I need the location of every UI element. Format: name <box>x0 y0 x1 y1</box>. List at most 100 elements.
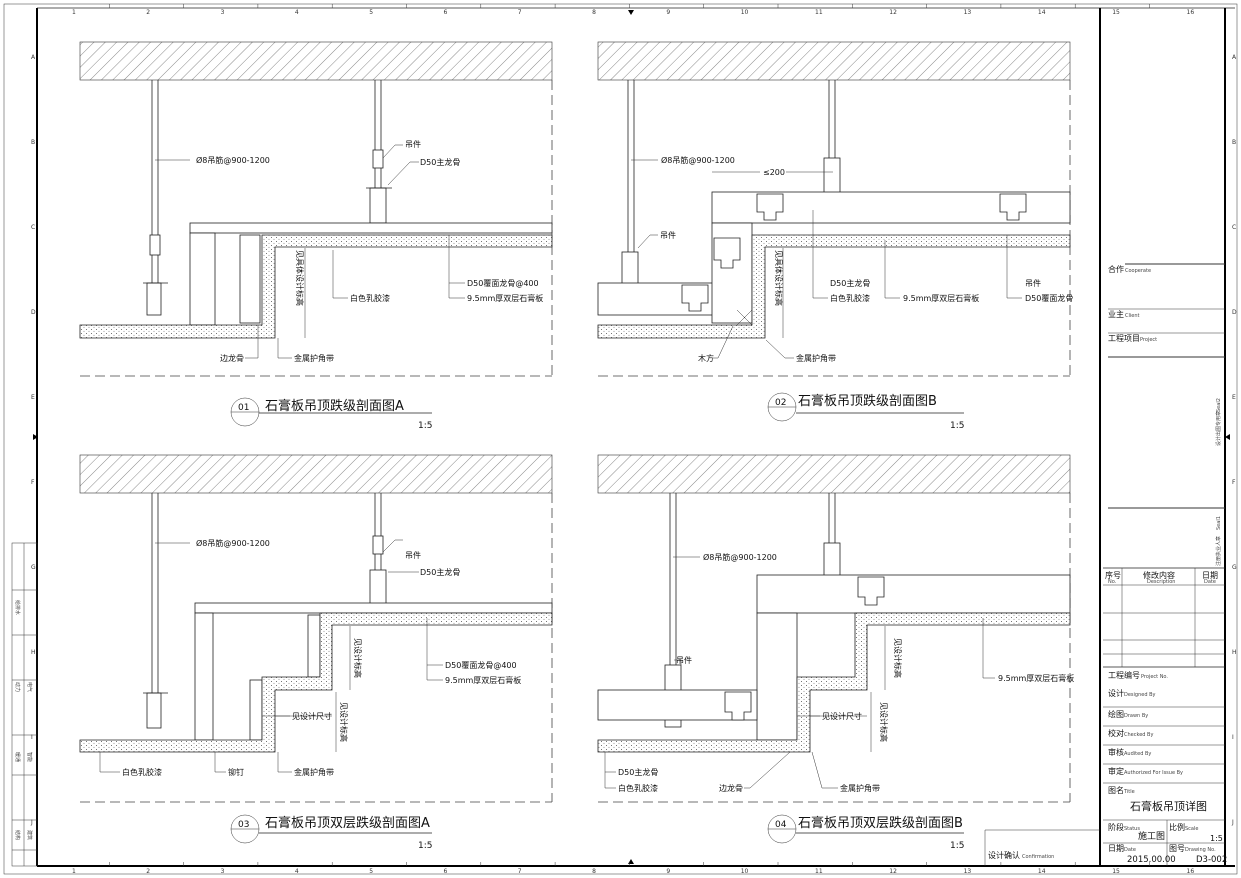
svg-text:建筑: 建筑 <box>26 830 33 840</box>
main-keel-channel <box>194 602 553 614</box>
grid-column-label: 6 <box>444 9 448 16</box>
label-cover-keel: D50覆面龙骨 <box>1025 293 1073 303</box>
svg-text:Project: Project <box>1140 337 1157 343</box>
svg-text:注册执业人章: 注册执业人章 <box>1215 536 1222 566</box>
grid-column-label: 8 <box>592 868 596 875</box>
grid-labels: 1122334455667788991010111112121313141415… <box>30 4 1237 875</box>
label-dimension: 见设计尺寸 <box>292 711 332 721</box>
grid-column-label: 10 <box>741 9 749 16</box>
detail-02: Ø8吊筋@900-1200 ≤200 吊件 D50主龙骨 白色乳胶漆 9.5mm… <box>597 41 1073 431</box>
svg-text:合作: 合作 <box>1108 264 1124 274</box>
svg-text:02: 02 <box>775 398 786 408</box>
label-board: 9.5mm厚双层石膏板 <box>903 293 979 303</box>
svg-text:石膏板吊顶双层跌级剖面图A: 石膏板吊顶双层跌级剖面图A <box>265 815 430 831</box>
label-elevation: 见具体设计标高 <box>774 250 784 306</box>
grid-column-label: 12 <box>889 868 897 875</box>
drawing-number: D3-002 <box>1196 855 1227 865</box>
grid-column-label: 3 <box>221 868 225 875</box>
svg-text:No.: No. <box>1108 579 1117 585</box>
label-rod: Ø8吊筋@900-1200 <box>196 538 270 548</box>
svg-text:设计: 设计 <box>1108 688 1124 698</box>
label-elevation: 见具体设计标高 <box>295 250 305 306</box>
label-rivet: 铆钉 <box>228 767 244 777</box>
label-elevation-upper: 见设计标高 <box>893 638 903 678</box>
grid-column-label: 4 <box>295 868 299 875</box>
label-board: 9.5mm厚双层石膏板 <box>445 675 521 685</box>
detail-title-03: 03 石膏板吊顶双层跌级剖面图A 1:5 <box>230 814 432 851</box>
label-paint: 白色乳胶漆 <box>350 293 390 303</box>
label-corner-tape: 金属护角带 <box>294 767 334 777</box>
concrete-slab <box>597 454 1071 494</box>
grid-row-label: A <box>1232 54 1237 61</box>
gypsum-board <box>79 612 553 753</box>
label-edge-keel: 边龙骨 <box>719 783 743 793</box>
label-corner-tape: 金属护角带 <box>294 353 334 363</box>
grid-column-label: 1 <box>72 9 76 16</box>
drawing-title: 石膏板吊顶详图 <box>1130 799 1207 813</box>
svg-text:Title: Title <box>1123 789 1135 795</box>
grid-column-label: 14 <box>1038 868 1046 875</box>
svg-text:智能: 智能 <box>26 752 33 762</box>
svg-text:Date: Date <box>1124 847 1136 853</box>
svg-text:设计出图专用章: 设计出图专用章 <box>1215 411 1222 446</box>
label-elevation-lower: 见设计标高 <box>339 702 349 742</box>
grid-row-label: B <box>31 139 35 146</box>
svg-text:比例: 比例 <box>1169 822 1185 832</box>
label-main-keel: D50主龙骨 <box>618 767 658 777</box>
svg-text:1:5: 1:5 <box>1210 834 1223 843</box>
svg-text:Designed By: Designed By <box>1124 692 1156 698</box>
svg-text:施工图: 施工图 <box>1138 830 1165 842</box>
svg-text:序号: 序号 <box>1105 570 1121 580</box>
grid-row-label: J <box>1231 819 1234 826</box>
gypsum-board <box>597 612 1071 753</box>
svg-text:01: 01 <box>238 403 249 413</box>
label-corner-tape: 金属护角带 <box>840 783 880 793</box>
svg-text:Date: Date <box>1204 579 1216 585</box>
label-spacing: ≤200 <box>763 168 785 177</box>
grid-row-label: E <box>31 394 35 401</box>
grid-row-label: F <box>31 479 35 486</box>
main-keel-channel <box>756 574 1071 614</box>
svg-text:Client: Client <box>1125 313 1140 319</box>
grid-column-label: 3 <box>221 9 225 16</box>
grid-row-label: E <box>1232 394 1236 401</box>
svg-text:04: 04 <box>775 820 787 830</box>
grid-column-label: 16 <box>1187 9 1195 16</box>
svg-text:工程项目: 工程项目 <box>1108 334 1140 343</box>
grid-column-label: 5 <box>369 9 373 16</box>
svg-text:Project No.: Project No. <box>1141 674 1168 680</box>
label-hanger: 吊件 <box>405 550 421 560</box>
svg-text:日期: 日期 <box>1108 844 1124 853</box>
svg-text:Description: Description <box>1147 579 1175 585</box>
label-rod: Ø8吊筋@900-1200 <box>196 155 270 165</box>
timber-block <box>736 309 753 326</box>
svg-text:Status: Status <box>1124 826 1140 832</box>
detail-title-01: 01 石膏板吊顶跌级剖面图A 1:5 <box>230 397 432 431</box>
label-elevation-lower: 见设计标高 <box>879 702 889 742</box>
svg-text:Audited By: Audited By <box>1124 751 1151 757</box>
svg-text:Authorized For Issue By: Authorized For Issue By <box>1124 770 1183 776</box>
label-dimension: 见设计尺寸 <box>822 711 862 721</box>
grid-row-label: C <box>31 224 35 231</box>
svg-text:校对: 校对 <box>1108 728 1124 738</box>
gypsum-board <box>79 234 553 339</box>
main-keel-channel <box>189 222 553 234</box>
svg-text:日期: 日期 <box>1202 571 1218 580</box>
label-cover-keel: D50覆面龙骨@400 <box>445 660 517 670</box>
grid-column-label: 4 <box>295 9 299 16</box>
svg-text:1:5: 1:5 <box>950 841 964 851</box>
gypsum-board <box>597 234 1071 339</box>
grid-column-label: 2 <box>146 9 150 16</box>
svg-text:业主: 业主 <box>1108 309 1124 319</box>
label-hanger: 吊件 <box>1025 278 1041 288</box>
svg-text:Drawing No.: Drawing No. <box>1185 847 1216 853</box>
label-board: 9.5mm厚双层石膏板 <box>467 293 543 303</box>
grid-column-label: 1 <box>72 868 76 875</box>
grid-row-label: F <box>1232 479 1236 486</box>
label-main-keel: D50主龙骨 <box>420 157 460 167</box>
grid-row-label: I <box>31 734 33 741</box>
svg-text:阶段: 阶段 <box>1108 822 1124 832</box>
grid-row-label: D <box>1232 309 1237 316</box>
svg-text:审核: 审核 <box>1108 747 1124 757</box>
grid-column-label: 2 <box>146 868 150 875</box>
